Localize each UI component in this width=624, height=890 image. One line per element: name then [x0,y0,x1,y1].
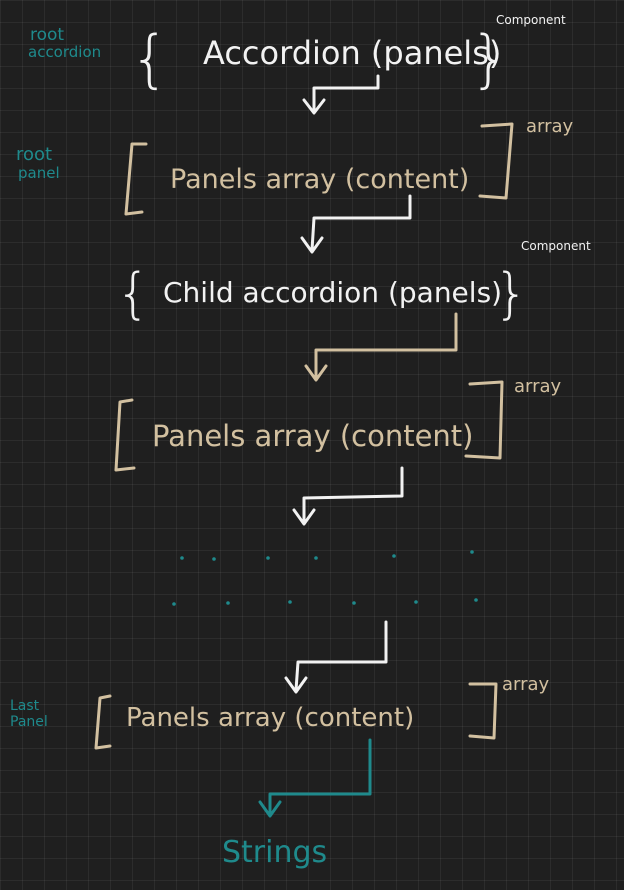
tag-array-3: array [502,674,550,695]
side-label-root-accordion-2: accordion [28,43,101,61]
arrow-3-head [304,364,328,382]
tag-array-2: array [514,376,562,397]
tag-component-2: Component [521,239,591,253]
bracket-open-3 [94,694,112,750]
bracket-close-3 [468,682,498,740]
arrow-5 [294,620,388,692]
bracket-open-1 [124,142,148,216]
tag-component-1: Component [496,13,566,27]
brace-open-2: { [116,262,150,325]
side-label-root-panel-1: root [16,144,52,165]
arrow-1-head [302,98,326,115]
arrow-1 [312,74,380,114]
node-strings: Strings [222,835,327,870]
bracket-close-2 [464,380,504,460]
node-panels-array-last: Panels array (content) [126,703,414,733]
brace-open-1: { [130,22,169,95]
arrow-4 [302,466,404,522]
node-panels-array-2: Panels array (content) [152,419,473,453]
node-panels-array-1: Panels array (content) [170,164,469,195]
brace-close-1: } [470,22,509,95]
node-root-accordion: Accordion (panels) [203,34,501,72]
arrow-3 [314,312,458,380]
arrow-6-head [258,800,282,818]
arrow-2 [310,194,412,252]
arrow-5-head [284,676,308,694]
bracket-close-1 [478,122,514,200]
node-child-accordion: Child accordion (panels) [163,276,502,309]
arrow-4-head [292,508,316,526]
tag-array-1: array [526,116,574,137]
side-label-root-accordion-1: root [30,25,64,45]
brace-close-2: } [494,262,528,325]
side-label-last-panel-1: Last [10,698,40,714]
arrow-2-head [300,236,324,254]
bracket-open-2 [114,398,136,472]
side-label-last-panel-2: Panel [10,714,48,730]
side-label-root-panel-2: panel [18,164,60,182]
ellipsis-dots [172,550,478,606]
arrow-6 [268,738,372,814]
